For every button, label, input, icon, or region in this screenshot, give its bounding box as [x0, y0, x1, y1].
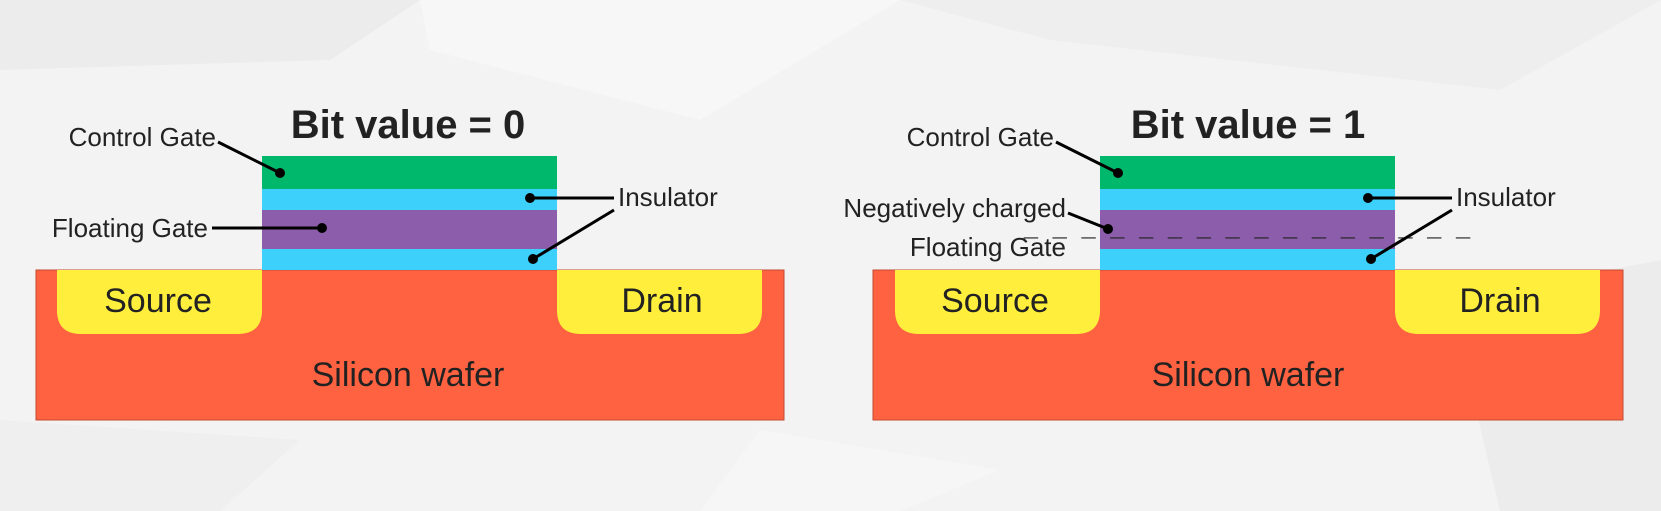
- left-insulator-bottom: [262, 249, 557, 270]
- left-drain-label: Drain: [621, 282, 702, 320]
- left-insulator-top: [262, 189, 557, 210]
- left-source-label: Source: [104, 282, 212, 320]
- left-floating-gate-dot: [317, 223, 327, 233]
- right-insulator-dot-top: [1363, 193, 1373, 203]
- right-control-gate-dot: [1113, 168, 1123, 178]
- right-floating-gate-label-line2: Floating Gate: [910, 232, 1066, 262]
- left-insulator-dot-bottom: [528, 254, 538, 264]
- right-source-region: [895, 270, 1100, 334]
- right-silicon-label: Silicon wafer: [1152, 356, 1345, 394]
- left-control-gate-dot: [275, 168, 285, 178]
- right-cell: _ _ _ _ _ _ _ _ _ _ _ _ _ _ _ _ Bit valu…: [843, 103, 1624, 421]
- right-drain-label: Drain: [1459, 282, 1540, 320]
- right-control-gate-leader: [1055, 140, 1119, 175]
- left-control-gate: [262, 156, 557, 189]
- right-control-gate-label: Control Gate: [907, 122, 1054, 152]
- left-cell: Bit value = 0 Control Gate Floating Gate…: [35, 103, 785, 421]
- left-control-gate-leader: [217, 140, 281, 175]
- right-floating-gate-leader: [1067, 211, 1109, 231]
- right-insulator-leader-bottom: [1370, 208, 1453, 261]
- right-insulator-label: Insulator: [1456, 182, 1556, 212]
- left-insulator-leader-bottom: [532, 208, 615, 261]
- right-title: Bit value = 1: [1131, 103, 1366, 147]
- right-charge-symbols: _ _ _ _ _ _ _ _ _ _ _ _ _ _ _ _: [1023, 217, 1471, 244]
- right-floating-gate: [1100, 210, 1395, 249]
- right-insulator-top: [1100, 189, 1395, 210]
- right-control-gate: [1100, 156, 1395, 189]
- left-control-gate-label: Control Gate: [69, 122, 216, 152]
- left-source-region: [57, 270, 262, 334]
- right-drain-region: [1395, 270, 1600, 334]
- right-floating-gate-label-line1: Negatively charged: [843, 193, 1066, 223]
- left-insulator-label: Insulator: [618, 182, 718, 212]
- right-floating-gate-dot: [1103, 224, 1113, 234]
- right-insulator-dot-bottom: [1366, 254, 1376, 264]
- left-silicon-label: Silicon wafer: [312, 356, 505, 394]
- right-source-label: Source: [941, 282, 1049, 320]
- left-floating-gate-label: Floating Gate: [52, 213, 208, 243]
- left-insulator-dot-top: [525, 193, 535, 203]
- right-insulator-bottom: [1100, 249, 1395, 270]
- left-title: Bit value = 0: [291, 103, 526, 147]
- left-drain-region: [557, 270, 762, 334]
